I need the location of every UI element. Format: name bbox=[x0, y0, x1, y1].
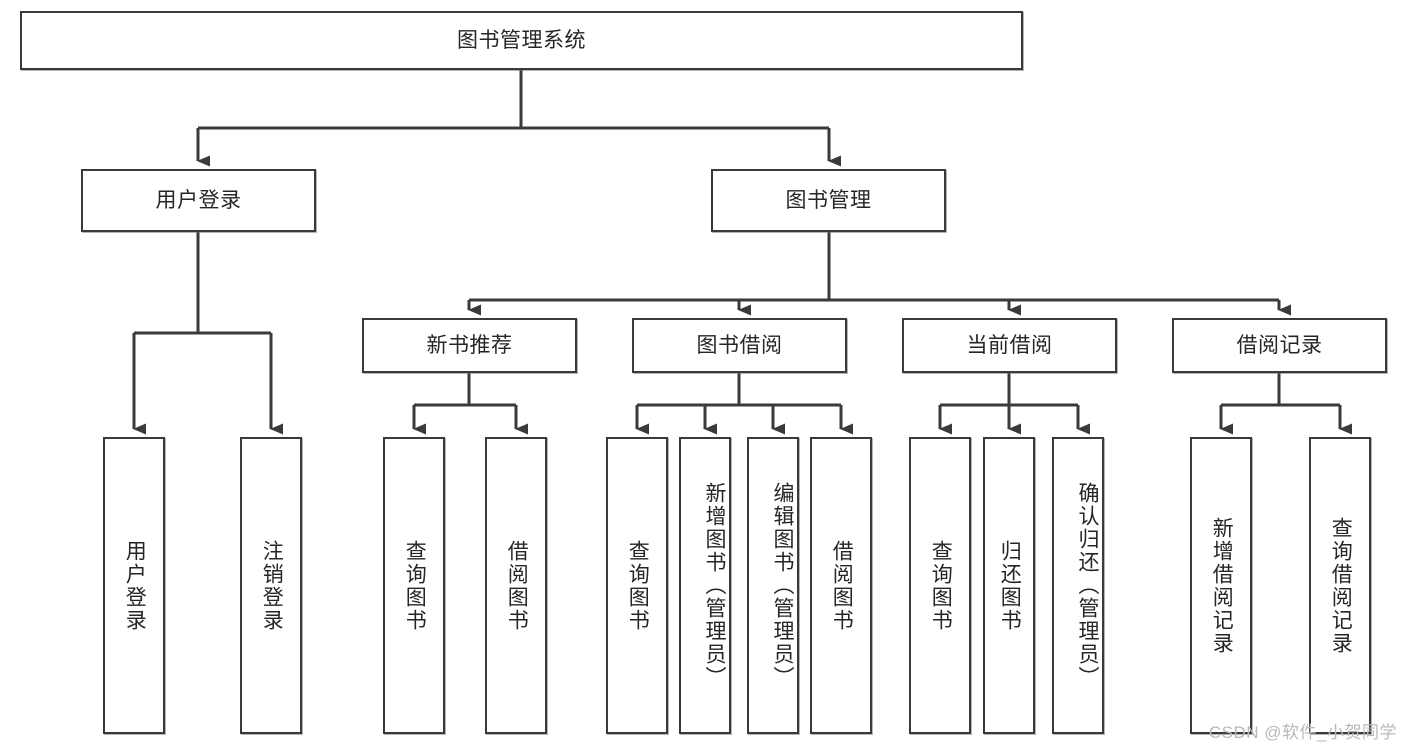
leaf-user-login[interactable]: 用户登录 bbox=[103, 437, 165, 734]
node-book-borrow[interactable]: 图书借阅 bbox=[632, 318, 847, 373]
leaf-borrow-book-recommend[interactable]: 借阅图书 bbox=[485, 437, 547, 734]
csdn-watermark: CSDN @软件_小贺同学 bbox=[1208, 723, 1397, 742]
node-borrow-record[interactable]: 借阅记录 bbox=[1172, 318, 1387, 373]
leaf-query-borrow-record[interactable]: 查询借阅记录 bbox=[1309, 437, 1371, 734]
leaf-logout[interactable]: 注销登录 bbox=[240, 437, 302, 734]
leaf-edit-book-admin[interactable]: 编辑图书（管理员） bbox=[747, 437, 799, 734]
node-new-book-recommend[interactable]: 新书推荐 bbox=[362, 318, 577, 373]
leaf-borrow-book[interactable]: 借阅图书 bbox=[810, 437, 872, 734]
leaf-query-book-recommend[interactable]: 查询图书 bbox=[383, 437, 445, 734]
node-user-login[interactable]: 用户登录 bbox=[81, 169, 316, 232]
leaf-query-book-current[interactable]: 查询图书 bbox=[909, 437, 971, 734]
leaf-add-borrow-record[interactable]: 新增借阅记录 bbox=[1190, 437, 1252, 734]
node-book-management[interactable]: 图书管理 bbox=[711, 169, 946, 232]
node-current-borrow[interactable]: 当前借阅 bbox=[902, 318, 1117, 373]
leaf-add-book-admin[interactable]: 新增图书（管理员） bbox=[679, 437, 731, 734]
leaf-confirm-return-admin[interactable]: 确认归还（管理员） bbox=[1052, 437, 1104, 734]
node-root[interactable]: 图书管理系统 bbox=[20, 11, 1023, 70]
leaf-query-book-borrow[interactable]: 查询图书 bbox=[606, 437, 668, 734]
leaf-return-book[interactable]: 归还图书 bbox=[983, 437, 1035, 734]
